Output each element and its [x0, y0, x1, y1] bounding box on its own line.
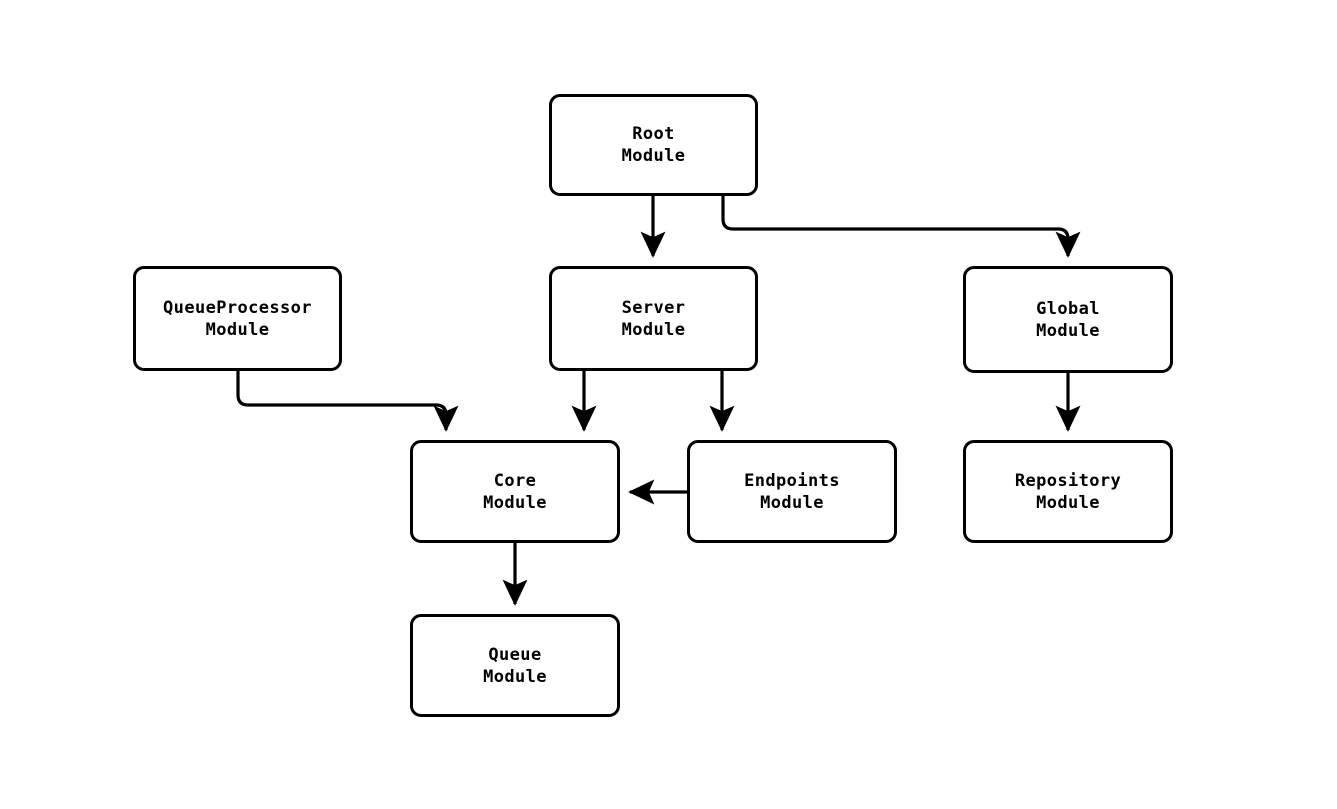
node-endpoints-module-line1: Endpoints: [744, 470, 840, 491]
node-queueprocessor-module-line2: Module: [205, 319, 270, 340]
node-core-module-line1: Core: [493, 470, 537, 491]
node-queue-module-line2: Module: [483, 666, 547, 687]
node-repository-module-line2: Module: [1036, 492, 1100, 513]
node-queueprocessor-module-line1: QueueProcessor: [163, 297, 312, 318]
node-core-module[interactable]: Core Module: [410, 440, 620, 543]
edge-queueprocessor-core: [236, 371, 459, 432]
node-endpoints-module-line2: Module: [760, 492, 824, 513]
node-queue-module[interactable]: Queue Module: [410, 614, 620, 717]
node-root-module-line2: Module: [621, 146, 686, 166]
node-server-module[interactable]: Server Module: [549, 266, 758, 371]
node-global-module[interactable]: Global Module: [963, 266, 1173, 373]
node-repository-module[interactable]: Repository Module: [963, 440, 1173, 543]
node-server-module-line2: Module: [621, 319, 686, 340]
node-queueprocessor-module[interactable]: QueueProcessor Module: [133, 266, 342, 371]
node-repository-module-line1: Repository: [1014, 470, 1122, 491]
node-endpoints-module[interactable]: Endpoints Module: [687, 440, 897, 543]
node-core-module-line2: Module: [483, 492, 547, 513]
edge-root-global: [721, 196, 1081, 258]
node-root-module[interactable]: Root Module: [549, 94, 758, 196]
node-root-module-line1: Root: [632, 124, 675, 144]
node-global-module-line1: Global: [1036, 298, 1100, 319]
node-global-module-line2: Module: [1036, 320, 1100, 341]
node-server-module-line1: Server: [621, 297, 686, 318]
node-queue-module-line1: Queue: [488, 644, 542, 665]
